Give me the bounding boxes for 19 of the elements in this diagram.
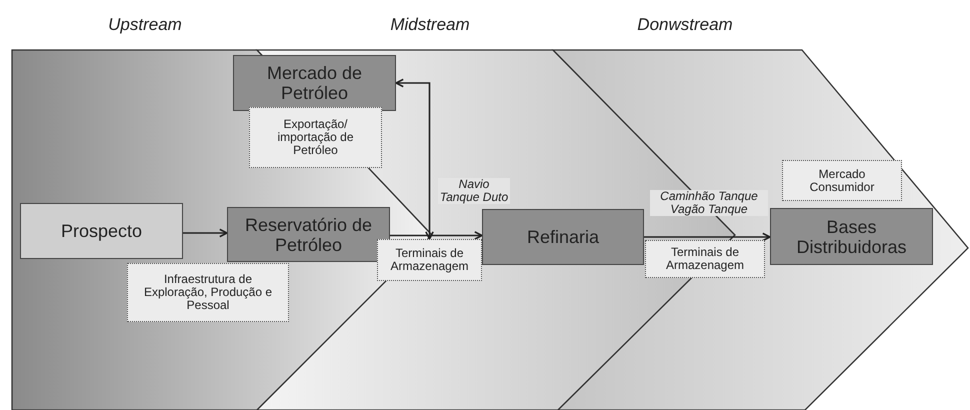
process-box: Prospecto [20,203,183,259]
process-box: Refinaria [482,209,644,265]
arrow [390,231,483,240]
edge-label: Caminhão Tanque Vagão Tanque [650,190,768,216]
arrow [183,228,228,238]
process-box: Mercado de Petróleo [233,55,396,111]
note-box: Terminais de Armazenagem [645,240,765,278]
edge-label: Navio Tanque Duto [438,178,510,204]
note-box: Exportação/ importação de Petróleo [249,107,382,168]
stage-heading: Upstream [108,14,182,36]
note-box: Mercado Consumidor [782,160,902,201]
process-box: Reservatório de Petróleo [227,207,390,262]
note-box: Infraestrutura de Exploração, Produção e Pessoal [127,263,289,322]
stage-heading: Donwstream [637,14,733,36]
arrow [395,78,434,240]
note-box: Terminais de Armazenagem [377,239,482,281]
process-box: Bases Distribuidoras [770,208,933,265]
arrow [644,232,771,242]
stage-heading: Midstream [390,14,470,36]
